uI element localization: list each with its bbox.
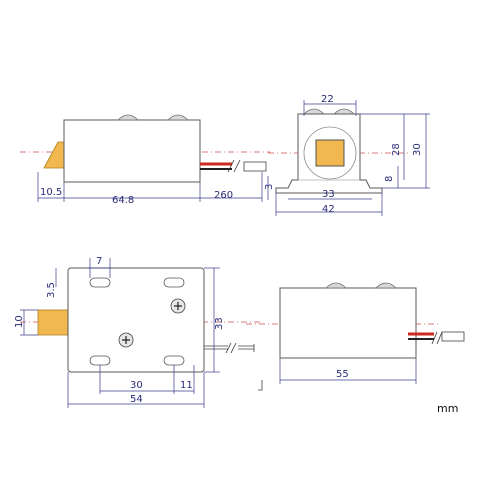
- plunger: [37, 309, 69, 336]
- slot: [163, 355, 185, 366]
- dim-10-5: 10.5: [40, 187, 62, 198]
- connector: [441, 331, 465, 342]
- mount-bump: [117, 114, 139, 121]
- dim-8: 8: [384, 176, 395, 182]
- dim-42: 42: [322, 204, 335, 215]
- wire-break: [227, 159, 241, 173]
- mount-bump: [325, 282, 347, 289]
- slot: [89, 355, 111, 366]
- unit-label: mm: [437, 402, 459, 415]
- lock-body: [279, 287, 417, 359]
- connector: [238, 344, 255, 352]
- side-view-upper: 10.5 64.8 260: [20, 114, 270, 206]
- slot: [163, 277, 185, 288]
- dim-11: 11: [180, 380, 193, 391]
- wire-break: [431, 331, 443, 345]
- dim-64-8: 64.8: [112, 195, 134, 206]
- dim-10: 10: [14, 315, 25, 328]
- slot: [89, 277, 111, 288]
- dim-33-end: 33: [322, 189, 335, 200]
- mount-bump: [167, 114, 189, 121]
- dim-33-top: 33: [214, 317, 225, 330]
- dim-55: 55: [336, 369, 349, 380]
- side-view-lower: 55: [246, 282, 465, 384]
- plunger: [43, 141, 65, 169]
- dim-54: 54: [130, 394, 143, 405]
- screw-icon: [118, 332, 134, 348]
- connector-mark: [258, 380, 263, 391]
- end-view: 22 33 42 28 30 8 3: [264, 94, 430, 216]
- mount-plate: [67, 267, 205, 373]
- connector: [243, 161, 267, 172]
- dim-3: 3: [264, 184, 275, 190]
- dim-30-top: 30: [130, 380, 143, 391]
- screw-icon: [170, 298, 186, 314]
- mount-bump: [303, 108, 325, 115]
- mount-bump: [375, 282, 397, 289]
- dim-30: 30: [412, 143, 423, 156]
- dim-28: 28: [391, 143, 402, 156]
- dim-22: 22: [321, 94, 334, 105]
- lock-body: [63, 119, 201, 183]
- mount-bump: [333, 108, 355, 115]
- dim-260: 260: [214, 190, 233, 201]
- dim-7: 7: [96, 256, 102, 267]
- top-view: 7 3.5 10 33 30 11 54: [14, 256, 263, 408]
- dim-3-5: 3.5: [46, 282, 57, 298]
- plunger-square: [315, 139, 345, 167]
- wire-break: [225, 342, 237, 354]
